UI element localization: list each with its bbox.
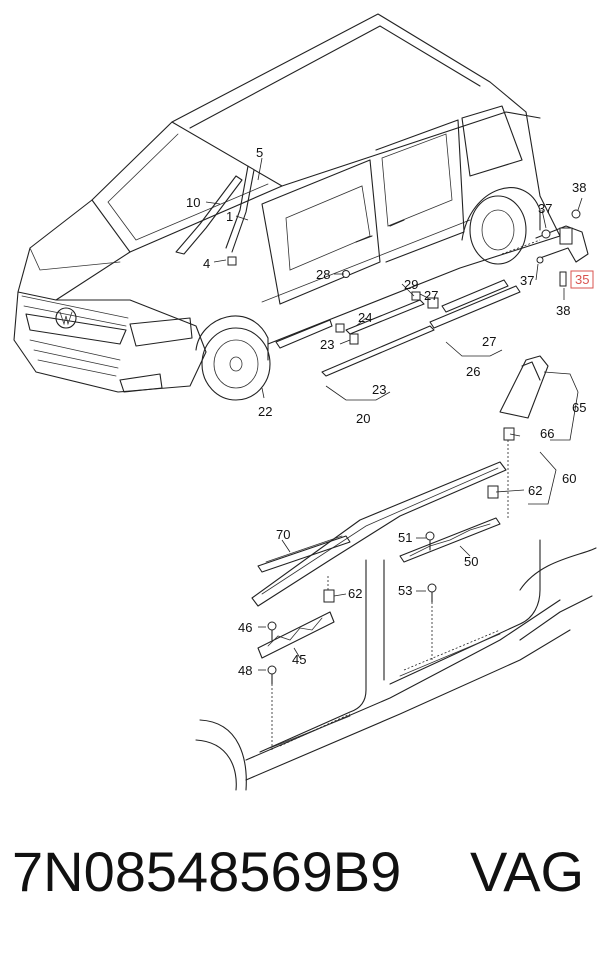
callout-23a: 23 <box>320 337 334 352</box>
footer: 7N08548569B9 VAG <box>0 820 600 955</box>
callout-48: 48 <box>238 663 252 678</box>
part-number: 7N08548569B9 <box>12 840 402 903</box>
callout-51: 51 <box>398 530 412 545</box>
callout-37a: 37 <box>538 201 552 216</box>
highlight-box-35 <box>570 270 594 289</box>
callout-70: 70 <box>276 527 290 542</box>
callout-65: 65 <box>572 400 586 415</box>
callout-27a: 27 <box>424 288 438 303</box>
callout-29: 29 <box>404 277 418 292</box>
parts-diagram: 5 10 1 4 28 29 27 24 23 27 26 23 20 22 3… <box>13 13 597 791</box>
sill-detail <box>195 355 597 791</box>
callout-53: 53 <box>398 583 412 598</box>
callout-5: 5 <box>256 145 263 160</box>
callout-28: 28 <box>316 267 330 282</box>
callout-38b: 38 <box>556 303 570 318</box>
callout-38a: 38 <box>572 180 586 195</box>
callout-10: 10 <box>186 195 200 210</box>
van-outline <box>13 13 589 401</box>
callout-22: 22 <box>258 404 272 419</box>
callout-62a: 62 <box>528 483 542 498</box>
callout-23b: 23 <box>372 382 386 397</box>
callout-62b: 62 <box>348 586 362 601</box>
callout-27b: 27 <box>482 334 496 349</box>
callout-60: 60 <box>562 471 576 486</box>
callout-66: 66 <box>540 426 554 441</box>
callout-35: 35 <box>575 272 589 287</box>
callout-20: 20 <box>356 411 370 426</box>
callout-50: 50 <box>464 554 478 569</box>
callout-1: 1 <box>226 209 233 224</box>
callout-46: 46 <box>238 620 252 635</box>
callout-labels: 5 10 1 4 28 29 27 24 23 27 26 23 20 22 3… <box>186 145 594 678</box>
callout-4: 4 <box>203 256 210 271</box>
callout-45: 45 <box>292 652 306 667</box>
callout-26: 26 <box>466 364 480 379</box>
callout-37b: 37 <box>520 273 534 288</box>
leader-lines <box>205 157 583 671</box>
callout-24: 24 <box>358 310 372 325</box>
brand-label: VAG <box>470 840 585 903</box>
